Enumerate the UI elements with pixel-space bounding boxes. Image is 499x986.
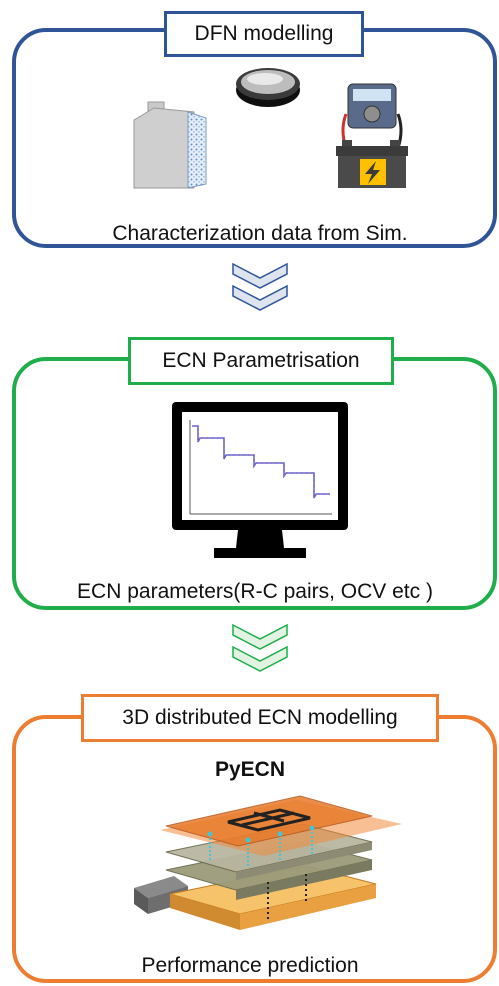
pouch-cell-icon	[133, 101, 207, 189]
pyecn-3d-model-icon	[134, 795, 402, 930]
dfn-modelling-title: DFN modelling	[164, 11, 364, 57]
coin-cell-icon	[236, 68, 300, 107]
ecn-parametrisation-title: ECN Parametrisation	[128, 337, 394, 385]
dfn-modelling-panel	[12, 28, 497, 248]
3d-ecn-modelling-title: 3D distributed ECN modelling	[81, 694, 439, 742]
monitor-plot-icon	[172, 402, 348, 558]
chevron-down-arrow-icon	[232, 623, 288, 672]
pyecn-label: PyECN	[214, 758, 286, 781]
chevron-down-arrow-icon	[232, 262, 288, 311]
dfn-modelling-caption: Characterization data from Sim.	[112, 222, 408, 245]
battery-multimeter-icon	[336, 83, 408, 188]
ecn-parametrisation-caption: ECN parameters(R-C pairs, OCV etc )	[77, 580, 433, 603]
3d-ecn-modelling-caption: Performance prediction	[141, 954, 359, 977]
